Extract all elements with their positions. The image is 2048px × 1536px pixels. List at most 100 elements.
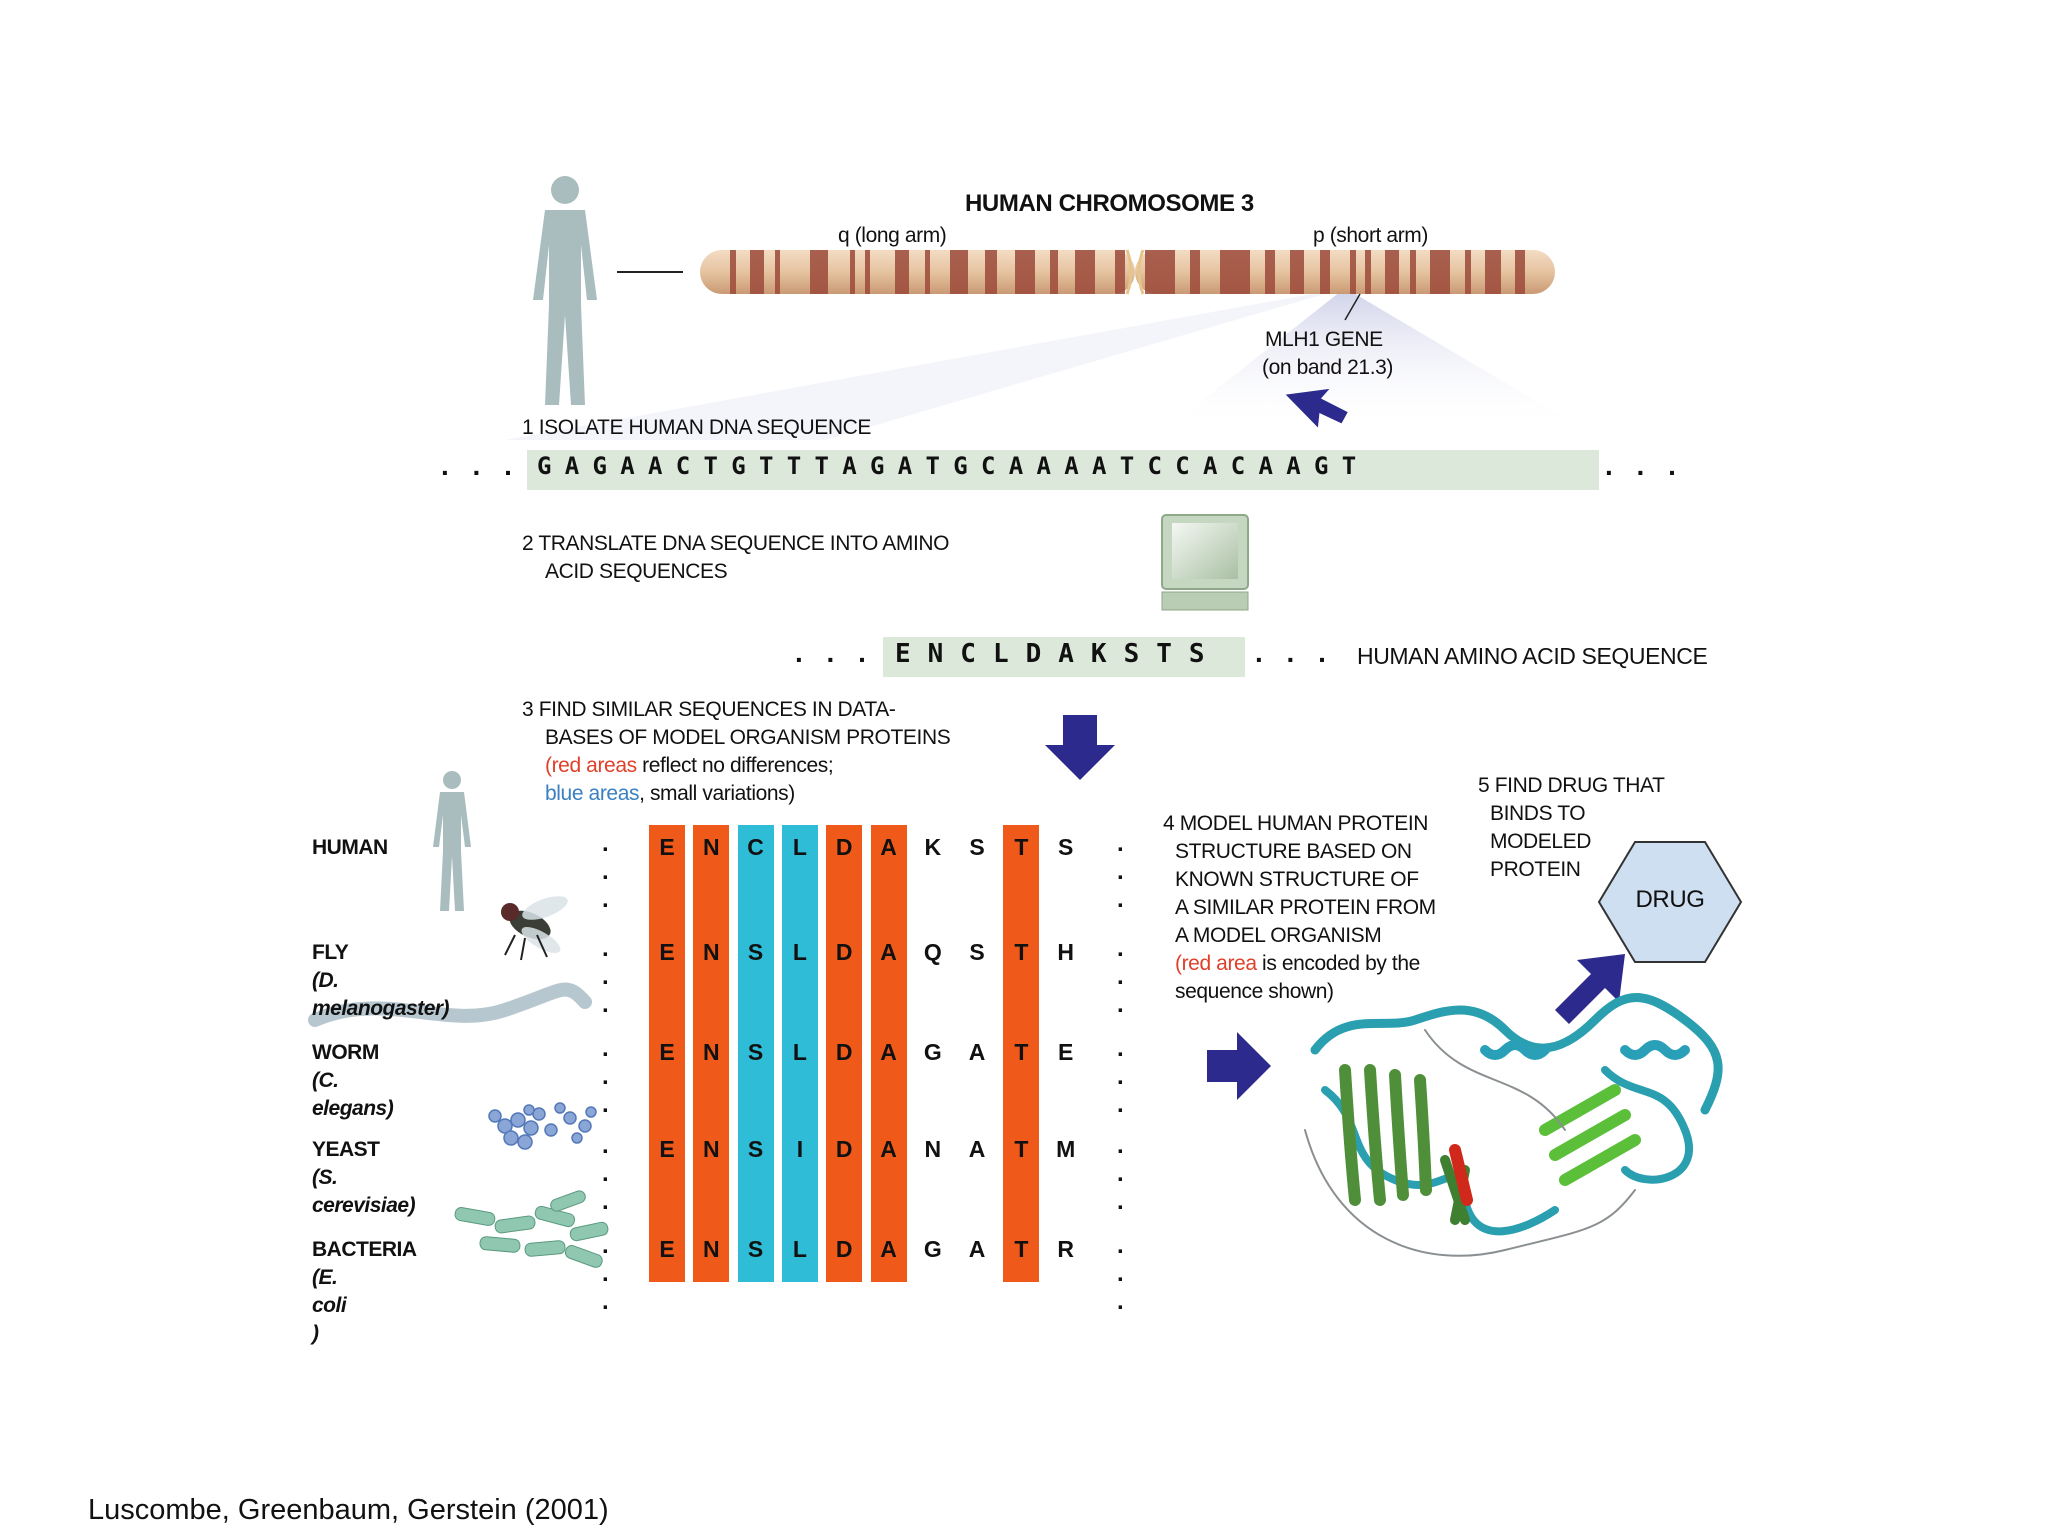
residue: I — [796, 1136, 804, 1162]
step5-line3: MODELED — [1490, 830, 1592, 853]
step5-line1: 5 FIND DRUG THAT — [1478, 774, 1665, 797]
alignment-dots-right: . . . — [1117, 1132, 1132, 1215]
illustration — [308, 176, 1743, 1268]
residue: G — [923, 1236, 942, 1262]
red-areas-text: (red areas — [545, 754, 637, 777]
residue: D — [835, 1136, 853, 1162]
residue: G — [923, 1039, 942, 1065]
arrow-to-alignment-icon — [1045, 715, 1115, 780]
step3-line2: BASES OF MODEL ORGANISM PROTEINS — [545, 726, 951, 749]
step4-line3: KNOWN STRUCTURE OF — [1175, 868, 1419, 891]
dna-dots-right: . . . — [1605, 450, 1684, 481]
residue: T — [1014, 1236, 1029, 1262]
step3-line1: 3 FIND SIMILAR SEQUENCES IN DATA- — [522, 698, 896, 721]
amino-label: HUMAN AMINO ACID SEQUENCE — [1357, 643, 1708, 669]
alignment-column-blue — [737, 825, 774, 1282]
residue: T — [1014, 1039, 1029, 1065]
organism-name: HUMAN — [312, 836, 388, 859]
drug-hexagon — [1597, 841, 1743, 963]
step3-line4-rest: , small variations) — [639, 782, 795, 805]
residue: D — [835, 1236, 853, 1262]
step2-line1: 2 TRANSLATE DNA SEQUENCE INTO AMINO — [522, 532, 950, 555]
amino-sequence: ENCLDAKSTS — [895, 639, 1222, 669]
residue: D — [835, 834, 853, 860]
residue: S — [747, 1236, 764, 1262]
residue: A — [880, 834, 897, 860]
residue: E — [659, 1039, 675, 1065]
organism-species: (S. cerevisiae) — [312, 1166, 416, 1217]
residue: S — [969, 939, 985, 965]
residue: N — [702, 1039, 720, 1065]
residue: L — [792, 1039, 807, 1065]
human-small-icon — [433, 771, 471, 911]
alignment-column-red — [1003, 825, 1040, 1282]
step5-text: 5 FIND DRUG THAT BINDS TO MODELED PROTEI… — [1478, 772, 1677, 884]
step4-line7: sequence shown) — [1175, 980, 1334, 1003]
citation: Luscombe, Greenbaum, Gerstein (2001) — [88, 1494, 609, 1526]
residue: N — [702, 939, 720, 965]
residue: A — [968, 1039, 986, 1065]
blue-areas-text: blue areas — [545, 782, 640, 805]
residue: A — [880, 1136, 897, 1162]
residue: E — [659, 939, 675, 965]
organism-name: YEAST — [312, 1138, 380, 1161]
arrow-to-dna-icon — [1285, 388, 1348, 428]
alignment-dots-right: . . . — [1117, 1232, 1132, 1315]
step4-text: 4 MODEL HUMAN PROTEIN STRUCTURE BASED ON… — [1163, 810, 1440, 1006]
residue: T — [1014, 939, 1029, 965]
arrow-to-protein-icon — [1207, 1032, 1271, 1100]
residue: E — [659, 1236, 675, 1262]
alignment-column-red — [649, 825, 685, 1282]
residue: E — [659, 1136, 675, 1162]
residue: E — [659, 834, 675, 860]
amino-dots-right: . . . — [1255, 637, 1334, 668]
chromosome-title: HUMAN CHROMOSOME 3 — [965, 190, 1254, 217]
residue: S — [747, 1136, 764, 1162]
computer-icon — [1161, 514, 1249, 611]
step5-line2: BINDS TO — [1490, 802, 1586, 825]
residue: D — [835, 939, 853, 965]
organism-species: (E. coli ) — [312, 1266, 347, 1345]
step1-label: 1 ISOLATE HUMAN DNA SEQUENCE — [522, 416, 871, 439]
fly-icon — [501, 896, 568, 961]
step4-line2: STRUCTURE BASED ON — [1175, 840, 1412, 863]
human-figure-icon — [533, 176, 597, 405]
step2-line2: ACID SEQUENCES — [545, 560, 728, 583]
residue: N — [702, 1136, 720, 1162]
drug-label: DRUG — [1635, 886, 1705, 913]
amino-dots-left: . . . — [795, 637, 874, 668]
yeast-icon — [488, 1102, 597, 1150]
worm-icon — [308, 982, 592, 1027]
alignment-column-blue — [781, 825, 818, 1282]
residue: T — [1014, 834, 1029, 860]
alignment-column-red — [826, 825, 863, 1282]
zoom-wedge — [1165, 288, 1585, 430]
residue: A — [880, 1236, 897, 1262]
residue: S — [1058, 834, 1074, 860]
residue: H — [1057, 939, 1074, 965]
residue: D — [835, 1039, 853, 1065]
alignment-dots-left: . . . — [602, 830, 617, 913]
alignment-dots-left: . . . — [602, 1035, 617, 1118]
residue: L — [792, 834, 807, 860]
alignment-dots-right: . . . — [1117, 1035, 1132, 1118]
q-arm-label: q (long arm) — [838, 224, 947, 247]
alignment-column-red — [693, 825, 730, 1282]
alignment-dots-right: . . . — [1117, 935, 1132, 1018]
p-arm-label: p (short arm) — [1313, 224, 1428, 247]
bacteria-icon — [454, 1190, 609, 1268]
dna-band — [527, 450, 1599, 490]
residue: N — [924, 1136, 942, 1162]
step4-line5: A MODEL ORGANISM — [1175, 924, 1382, 947]
residue: L — [792, 939, 807, 965]
residue: A — [968, 1236, 986, 1262]
residue: A — [880, 939, 897, 965]
step3-line3: (red areas reflect no differences; — [545, 752, 834, 780]
dna-sequence: GAGAACTGTTTAGATGCAAAATCCACAAGT — [537, 452, 1370, 480]
organism-name: FLY — [312, 941, 349, 964]
residue: L — [792, 1236, 807, 1262]
gene-label: MLH1 GENE — [1265, 328, 1383, 351]
residue: K — [924, 834, 942, 860]
residue: R — [1057, 1236, 1074, 1262]
arrow-to-drug-icon — [1555, 954, 1625, 1024]
